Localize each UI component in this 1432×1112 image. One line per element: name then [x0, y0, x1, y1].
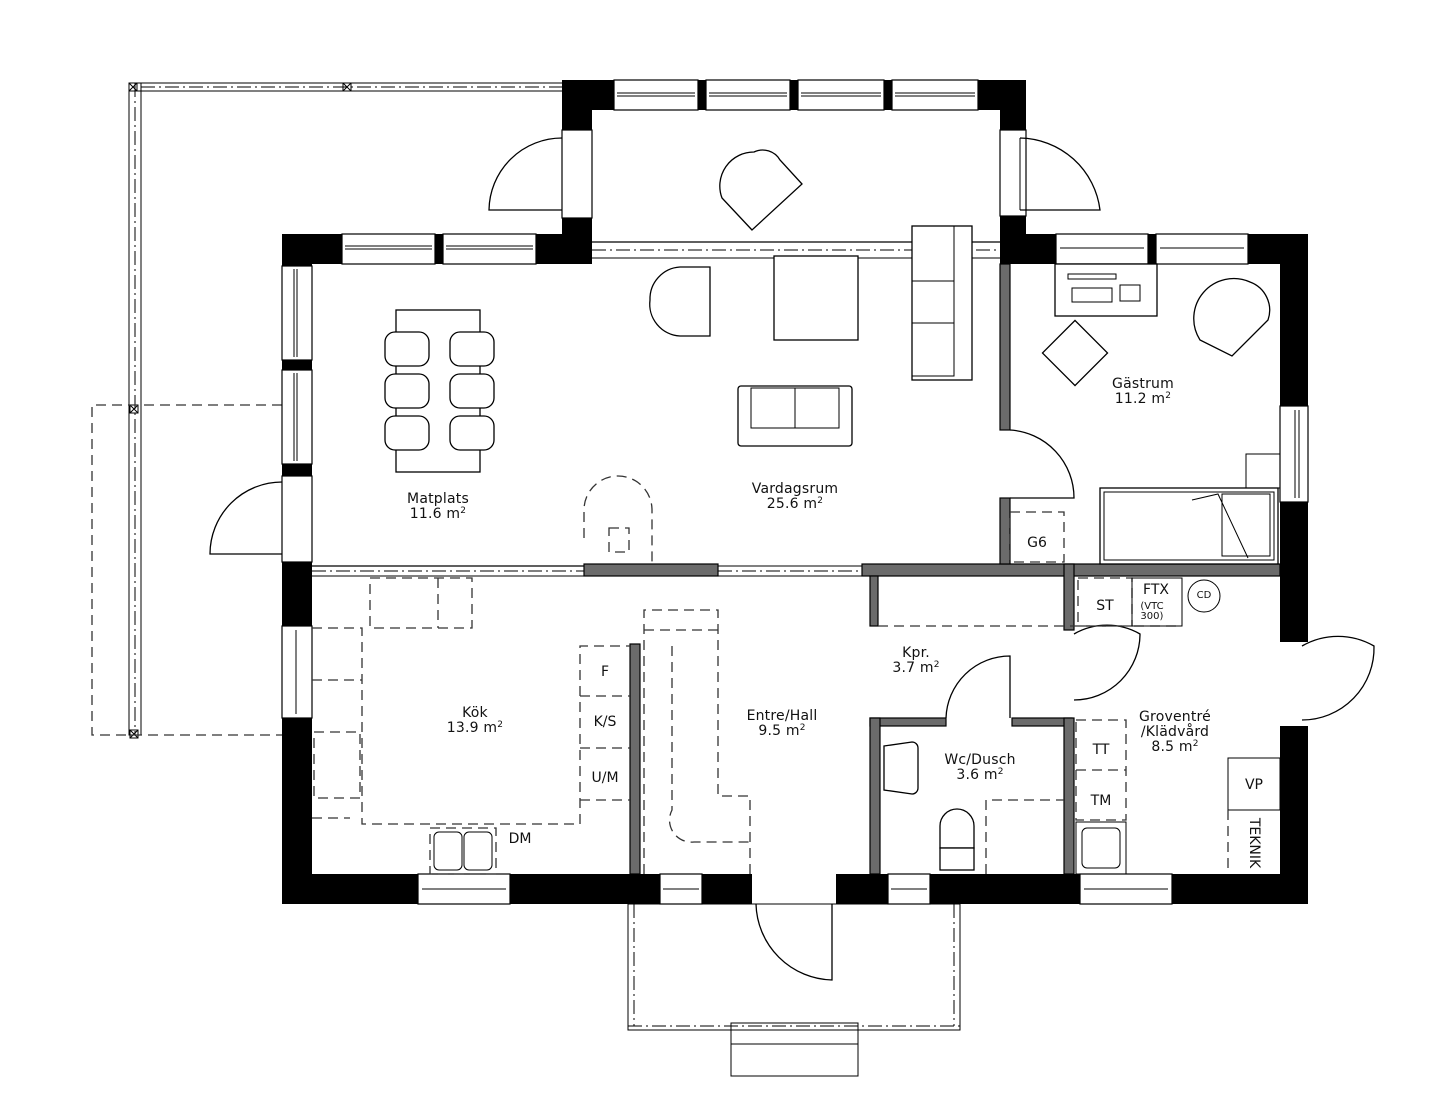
room-label-groventre: Groventré /Klädvård 8.5 m2 — [1139, 710, 1211, 755]
entrance-porch — [627, 903, 961, 1077]
fixture-ftx-model: (VTC 300) — [1140, 601, 1164, 622]
fixture-um: U/M — [591, 770, 619, 786]
room-label-wc: Wc/Dusch 3.6 m2 — [944, 753, 1015, 783]
pergola-deck — [91, 82, 564, 739]
room-area: 11.2 m2 — [1114, 391, 1172, 407]
fixture-teknik: TEKNIK — [1246, 817, 1262, 869]
room-name: Vardagsrum — [751, 481, 839, 497]
fixture-cd: CD — [1196, 590, 1212, 601]
room-name-2: /Klädvård — [1140, 724, 1210, 740]
room-name: Entre/Hall — [746, 708, 818, 724]
interior-walls — [312, 263, 1281, 875]
room-label-kpr: Kpr. 3.7 m2 — [892, 646, 939, 676]
bay-doors — [488, 137, 1101, 211]
kitchen-cabinets — [312, 577, 630, 875]
fixture-ks: K/S — [593, 714, 617, 730]
wc-fixtures — [883, 741, 1064, 874]
room-label-matplats: Matplats 11.6 m2 — [407, 492, 469, 522]
fixture-vp: VP — [1244, 777, 1264, 793]
utility-fixtures — [1075, 719, 1281, 875]
fixture-dm: DM — [508, 831, 532, 847]
chairs — [384, 331, 495, 451]
room-label-vardagsrum: Vardagsrum 25.6 m2 — [752, 482, 839, 512]
room-label-entre: Entre/Hall 9.5 m2 — [747, 709, 818, 739]
fixture-ftx: FTX — [1143, 582, 1169, 598]
fixture-tm: TM — [1090, 793, 1112, 809]
fixture-tt: TT — [1092, 742, 1110, 758]
storage-dashed — [878, 577, 1221, 627]
fixture-g6: G6 — [1027, 535, 1047, 551]
room-name: Matplats — [407, 491, 469, 507]
room-label-kok: Kök 13.9 m2 — [447, 706, 503, 736]
hall-wardrobe — [643, 609, 751, 874]
room-area: 13.9 m2 — [446, 720, 504, 736]
room-area: 9.5 m2 — [758, 723, 806, 739]
room-area: 3.6 m2 — [956, 767, 1004, 783]
outer-walls — [281, 233, 1309, 905]
room-name: Groventré — [1139, 709, 1211, 725]
living-furniture — [583, 225, 973, 566]
room-label-gastrum: Gästrum 11.2 m2 — [1112, 377, 1174, 407]
room-name: Kök — [462, 705, 488, 721]
bay-armchair — [719, 149, 803, 231]
room-name: Kpr. — [902, 645, 930, 661]
room-name: Wc/Dusch — [944, 752, 1016, 768]
dining-table — [384, 309, 495, 473]
room-area: 3.7 m2 — [892, 660, 940, 676]
room-area: 25.6 m2 — [766, 496, 824, 512]
room-area: 8.5 m2 — [1151, 739, 1199, 755]
room-area: 11.6 m2 — [409, 506, 467, 522]
fixture-st: ST — [1096, 598, 1114, 614]
room-name: Gästrum — [1112, 376, 1174, 392]
guest-furniture — [1009, 263, 1281, 565]
fixture-fridge: F — [600, 664, 610, 680]
